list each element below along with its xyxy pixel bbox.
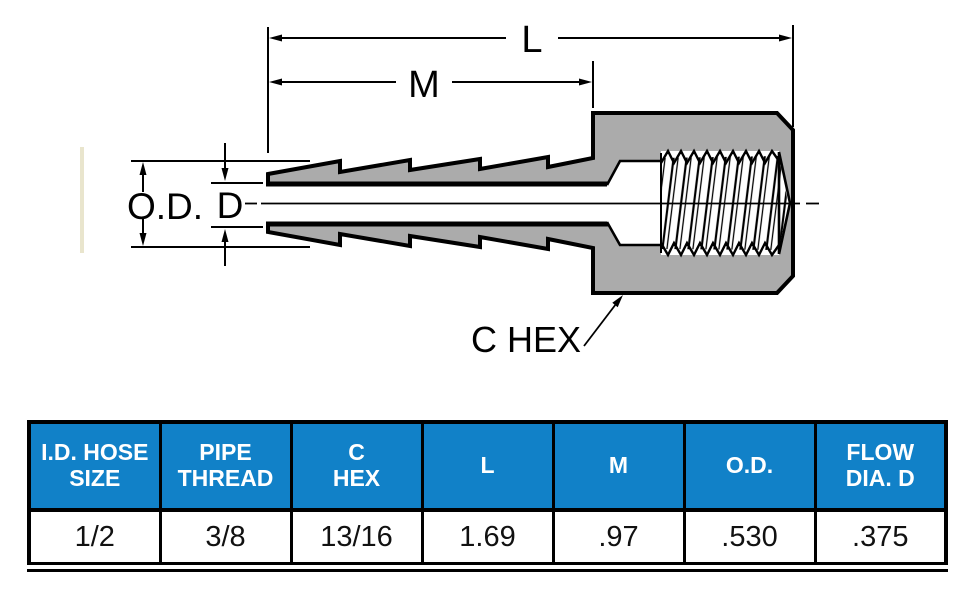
- label-c-hex: C HEX: [471, 319, 581, 360]
- arrowhead: [221, 168, 229, 181]
- cell-od: .530: [682, 508, 817, 569]
- table-header-row: I.D. HOSE SIZE PIPE THREAD C HEX L M O.D…: [27, 420, 948, 512]
- cavity-outline: [605, 159, 661, 247]
- col-header-pipe-thread: PIPE THREAD: [158, 420, 293, 512]
- label-OD: O.D.: [127, 186, 203, 227]
- arrowhead: [779, 34, 792, 42]
- col-header-id-hose-size: I.D. HOSE SIZE: [27, 420, 162, 512]
- cell-c-hex: 13/16: [289, 508, 424, 569]
- arrowhead: [139, 162, 147, 175]
- leader-line: [583, 303, 617, 347]
- cell-flow-dia-d: .375: [813, 508, 948, 569]
- thread-zigzag-bottom: [659, 240, 780, 258]
- thread-zigzag-top: [659, 148, 780, 166]
- cell-id-hose-size: 1/2: [27, 508, 162, 569]
- arrowhead: [221, 229, 229, 242]
- label-D: D: [217, 185, 244, 226]
- col-header-flow-dia-d: FLOW DIA. D: [813, 420, 948, 512]
- dimension-M: [269, 61, 594, 108]
- dimension-D: [211, 143, 263, 266]
- fitting-diagram: L M O.D. D: [80, 19, 819, 360]
- col-header-l: L: [420, 420, 555, 512]
- cell-m: .97: [551, 508, 686, 569]
- col-header-c-hex: C HEX: [289, 420, 424, 512]
- arrowhead: [269, 34, 282, 42]
- label-L: L: [521, 19, 542, 61]
- label-M: M: [408, 64, 440, 106]
- callout-c-hex: [583, 295, 623, 347]
- arrowhead: [269, 78, 282, 86]
- cell-pipe-thread: 3/8: [158, 508, 293, 569]
- table-row: 1/2 3/8 13/16 1.69 .97 .530 .375: [27, 508, 948, 569]
- dimension-L: [267, 25, 794, 153]
- arrowhead: [139, 233, 147, 246]
- arrowhead: [612, 295, 623, 308]
- dimension-OD: [131, 160, 310, 248]
- cell-l: 1.69: [420, 508, 555, 569]
- col-header-m: M: [551, 420, 686, 512]
- col-header-od: O.D.: [682, 420, 817, 512]
- scan-artifact-line: [80, 147, 84, 253]
- arrowhead: [579, 78, 592, 86]
- dimensions-table: I.D. HOSE SIZE PIPE THREAD C HEX L M O.D…: [27, 420, 948, 572]
- dimensions-table-wrap: I.D. HOSE SIZE PIPE THREAD C HEX L M O.D…: [27, 420, 948, 572]
